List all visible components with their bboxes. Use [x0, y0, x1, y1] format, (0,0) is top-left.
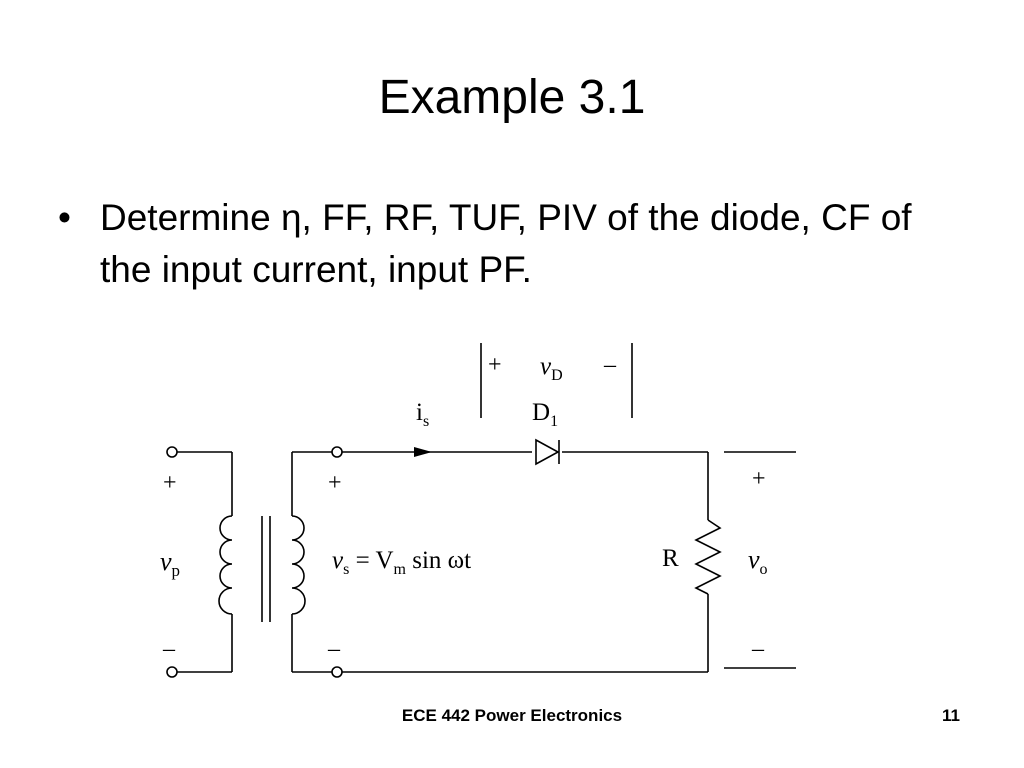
bullet-dot: • [58, 197, 71, 238]
slide-title: Example 3.1 [378, 71, 646, 124]
output-plus-sign: + [752, 466, 766, 492]
secondary-plus-sign: + [328, 470, 342, 496]
resistor-label: R [662, 545, 679, 572]
footer-course-title: ECE 442 Power Electronics [401, 706, 623, 725]
diode-voltage-plus-sign: + [488, 352, 502, 378]
primary-top-terminal [166, 446, 178, 458]
secondary-top-terminal [331, 446, 343, 458]
resistor-zigzag [694, 519, 722, 595]
secondary-minus-sign: – [327, 636, 341, 662]
source-current-label: is [416, 399, 429, 430]
diode-symbol [535, 438, 560, 466]
secondary-coil [291, 515, 306, 615]
current-arrow [414, 447, 432, 457]
bullet-text: Determine η, FF, RF, TUF, PIV of the dio… [100, 197, 912, 290]
output-minus-sign: – [751, 636, 765, 662]
secondary-voltage-equation: vs = Vm sin ωt [332, 547, 471, 578]
diode-label: D1 [532, 399, 558, 430]
primary-coil [218, 515, 233, 615]
diode-voltage-minus-sign: – [603, 352, 617, 378]
diode-voltage-label: vD [540, 353, 563, 384]
primary-minus-sign: – [162, 636, 176, 662]
primary-bottom-terminal [166, 666, 178, 678]
page-number: 11 [942, 706, 960, 725]
primary-voltage-label: vp [160, 547, 180, 580]
primary-plus-sign: + [163, 470, 177, 496]
output-voltage-label: vo [748, 545, 768, 578]
secondary-bottom-terminal [331, 666, 343, 678]
